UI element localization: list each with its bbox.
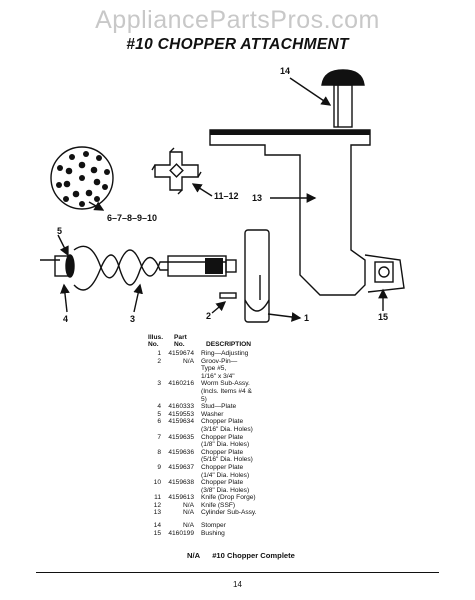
callout-4: 4 [63, 314, 69, 324]
row-part-no: 4159634 [168, 418, 194, 426]
site-watermark: AppliancePartsPros.com [95, 6, 380, 34]
row-description: Groov-Pin— Type #5, 1/16" x 3/4" [201, 357, 238, 380]
row-description: Cylinder Sub-Assy. [201, 509, 257, 517]
knife-drawing [151, 147, 202, 195]
row-illus-no: 2 [157, 357, 161, 365]
row-illus-no: 14 [153, 522, 161, 530]
row-description: Chopper Plate (5/16" Dia. Holes) [201, 448, 253, 464]
callout-6-10: 6–7–8–9–10 [107, 213, 158, 223]
parts-row: 14 N/A Stomper [148, 522, 348, 530]
complete-assembly-line: N/A #10 Chopper Complete [187, 551, 295, 560]
parts-row: 1 4159674 Ring—Adjusting [148, 350, 348, 358]
row-illus-no: 9 [157, 463, 161, 471]
row-description: Worm Sub-Assy. (Incls. Items #4 & 5) [201, 380, 252, 403]
parts-row: 12 N/A Knife (SSF) [148, 502, 348, 510]
callout-5: 5 [57, 226, 63, 236]
callout-13: 13 [252, 193, 263, 203]
parts-row: 8 4159636 Chopper Plate (5/16" Dia. Holes) [148, 449, 348, 464]
parts-row: 9 4159637 Chopper Plate (1/4" Dia. Holes) [148, 464, 348, 479]
row-part-no: 4159613 [168, 494, 194, 502]
row-illus-no: 15 [153, 529, 161, 537]
row-description: Stud—Plate [201, 403, 237, 411]
row-description: Chopper Plate (1/4" Dia. Holes) [201, 463, 250, 479]
callout-3: 3 [130, 314, 136, 324]
row-illus-no: 12 [153, 501, 161, 509]
row-illus-no: 11 [154, 494, 161, 502]
row-illus-no: 13 [153, 509, 161, 517]
row-part-no: N/A [183, 522, 194, 530]
cylinder-housing-drawing [209, 129, 405, 323]
row-description: Chopper Plate (3/16" Dia. Holes) [201, 418, 253, 433]
chopper-plate-drawing [50, 146, 114, 210]
callout-15: 15 [378, 312, 389, 322]
header-description: DESCRIPTION [206, 341, 252, 348]
row-illus-no: 6 [157, 418, 161, 426]
row-part-no: N/A [183, 509, 194, 517]
row-description: Knife (SSF) [201, 501, 236, 509]
row-description: Knife (Drop Forge) [201, 494, 256, 502]
stomper-drawing [321, 69, 365, 128]
parts-row: 5 4159553 Washer [148, 411, 348, 419]
complete-description: #10 Chopper Complete [212, 551, 295, 560]
page-title: #10 CHOPPER ATTACHMENT [126, 36, 349, 53]
parts-row: 13 N/A Cylinder Sub-Assy. [148, 509, 348, 517]
complete-part-no: N/A [187, 551, 201, 560]
parts-row: 6 4159634 Chopper Plate (3/16" Dia. Holes) [148, 418, 348, 433]
bottom-rule [36, 572, 439, 573]
row-part-no: 4160333 [168, 403, 194, 411]
row-part-no: 4159674 [168, 350, 194, 357]
callout-2: 2 [206, 311, 212, 321]
row-part-no: 4160216 [168, 380, 194, 388]
page-number: 14 [233, 580, 242, 589]
parts-row: 2 N/A Groov-Pin— Type #5, 1/16" x 3/4" [148, 358, 348, 381]
row-part-no: 4159637 [168, 463, 194, 471]
row-illus-no: 1 [157, 350, 161, 357]
callout-11-12: 11–12 [214, 191, 239, 201]
parts-row: 3 4160216 Worm Sub-Assy. (Incls. Items #4 … [148, 380, 348, 403]
row-part-no: N/A [183, 357, 194, 365]
row-illus-no: 10 [153, 479, 161, 487]
row-part-no: 4160199 [168, 529, 194, 537]
row-part-no: 4159635 [168, 433, 194, 441]
parts-row: 4 4160333 Stud—Plate [148, 403, 348, 411]
parts-row: 10 4159638 Chopper Plate (3/8" Dia. Holes) [148, 479, 348, 494]
row-description: Bushing [201, 529, 225, 537]
parts-list-header: Illus. No. Part No. DESCRIPTION [148, 334, 348, 350]
row-illus-no: 4 [157, 403, 161, 411]
row-part-no: N/A [183, 501, 194, 509]
row-part-no: 4159638 [168, 479, 194, 487]
row-part-no: 4159636 [168, 448, 194, 456]
row-description: Washer [201, 410, 224, 418]
row-illus-no: 5 [157, 410, 161, 418]
parts-row: 11 4159613 Knife (Drop Forge) [148, 494, 348, 502]
callout-14: 14 [280, 66, 291, 76]
parts-row: 7 4159635 Chopper Plate (1/8" Dia. Holes) [148, 434, 348, 449]
row-illus-no: 3 [157, 380, 161, 388]
parts-row: 15 4160199 Bushing [148, 530, 348, 538]
row-description: Ring—Adjusting [201, 350, 249, 357]
row-illus-no: 8 [157, 448, 161, 456]
row-description: Chopper Plate (3/8" Dia. Holes) [201, 479, 250, 494]
row-part-no: 4159553 [168, 410, 194, 418]
groov-pin-drawing [219, 292, 237, 299]
row-description: Stomper [201, 522, 226, 530]
header-illus-no: Illus. No. [148, 334, 164, 348]
header-part-no: Part No. [174, 334, 187, 348]
exploded-parts-diagram [40, 69, 405, 323]
row-description: Chopper Plate (1/8" Dia. Holes) [201, 433, 250, 449]
worm-assembly-drawing [40, 245, 237, 291]
callout-1: 1 [304, 313, 310, 323]
row-illus-no: 7 [157, 433, 161, 441]
